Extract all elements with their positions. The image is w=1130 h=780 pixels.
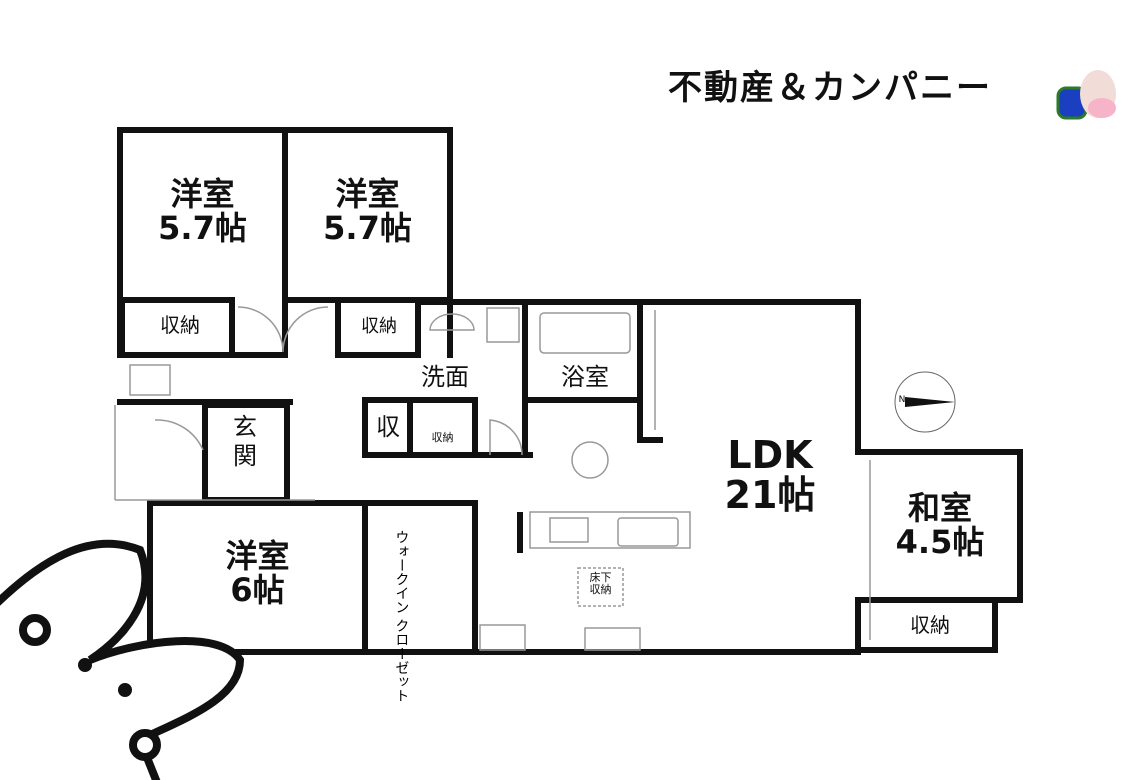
entrance-label: 玄関 (233, 413, 257, 470)
storage-label-3: 収納 (910, 613, 950, 637)
mascot-logo-icon (1056, 70, 1116, 120)
bathroom-label: 浴室 (561, 363, 609, 391)
rabbit-illustration-icon (0, 539, 245, 780)
compass-icon (894, 371, 956, 433)
washer (486, 307, 520, 343)
sink (429, 313, 475, 331)
storage-label-1: 収納 (160, 313, 200, 337)
storage-label-2: 収納 (361, 316, 397, 337)
storage-small-label: 収 (376, 413, 400, 441)
kitchen-counter (529, 511, 691, 549)
walkin-closet-label: ウォークイン クローゼット (393, 530, 410, 703)
bathtub (539, 312, 631, 354)
compass-north-label: N (898, 395, 906, 405)
brand-title: 不動産＆カンパニー (668, 68, 992, 108)
washroom-label: 洗面 (421, 363, 469, 391)
underfloor-storage-label: 床下収納 (589, 571, 612, 596)
storage-tiny-label: 収納 (431, 431, 454, 444)
